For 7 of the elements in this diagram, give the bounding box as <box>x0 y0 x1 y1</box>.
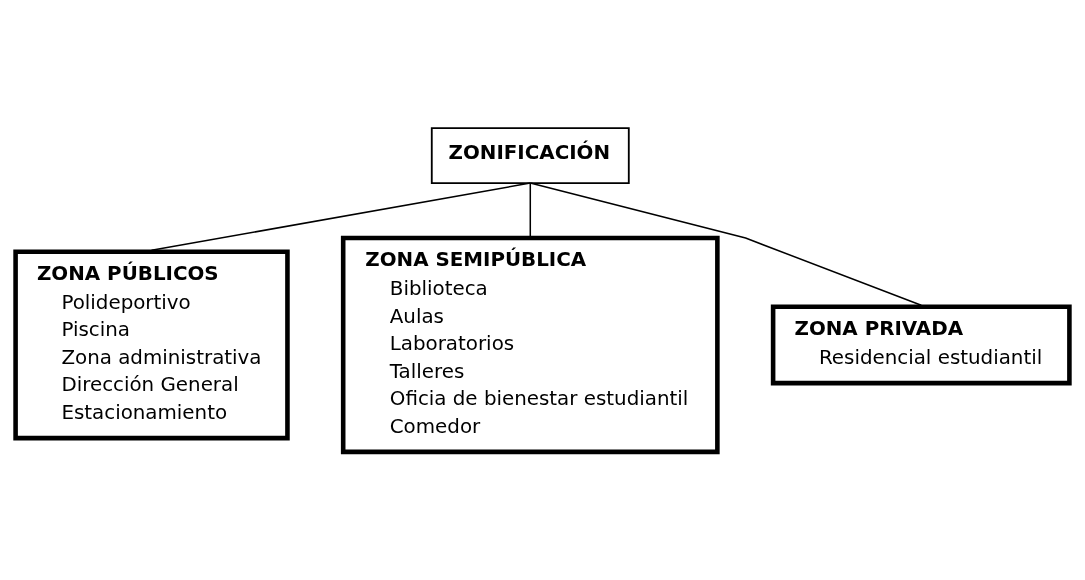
node-box: ZONA SEMIPÚBLICA Biblioteca Aulas Laboratorios Talleres Oficia de bienestar estudiantil Comedor <box>340 235 720 455</box>
connector <box>150 182 532 252</box>
node-box: ZONA PRIVADA Residencial estudiantil <box>770 304 1072 386</box>
connector <box>529 182 923 307</box>
connector <box>529 182 532 239</box>
node-box: ZONIFICACIÓN <box>430 127 630 184</box>
node-box: ZONA PÚBLICOS Polideportivo Piscina Zona administrativa Dirección General Estacionamiento <box>13 249 290 441</box>
